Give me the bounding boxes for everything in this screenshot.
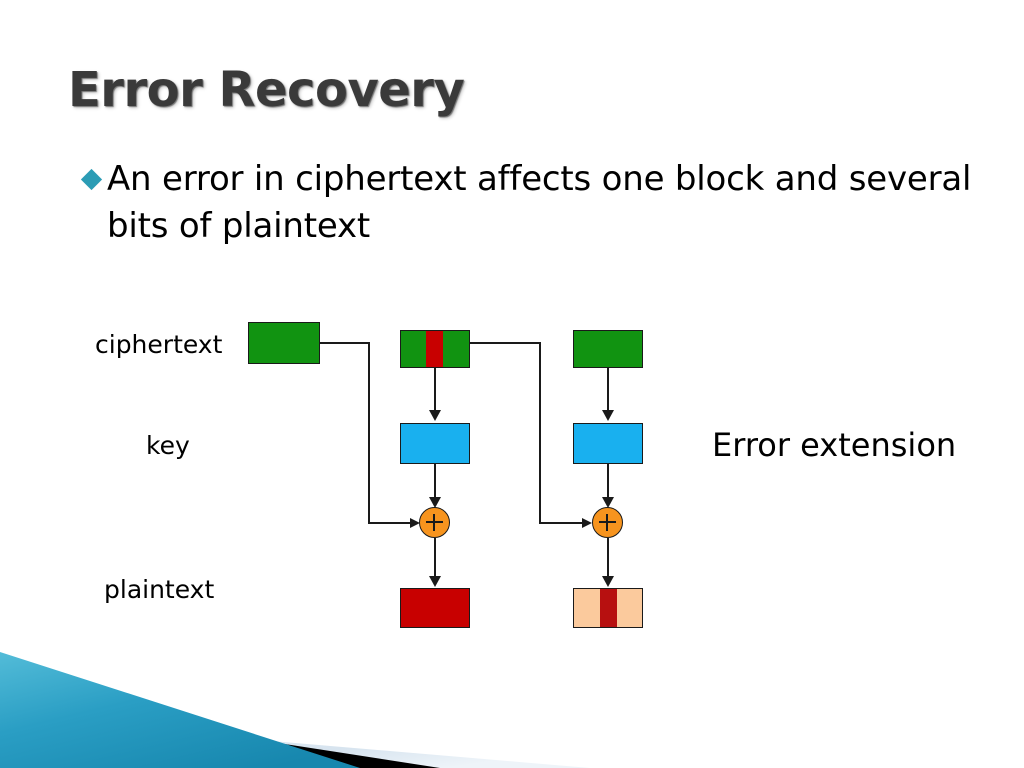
plus-icon <box>599 514 616 531</box>
plaintext-block-2[interactable] <box>400 588 470 628</box>
ciphertext-block-3[interactable] <box>573 330 643 368</box>
arrow-xor2-to-plaintext2 <box>434 538 436 580</box>
connector-c1-to-xor2-v <box>368 342 370 523</box>
plaintext-block-3-error-band <box>600 589 617 627</box>
plaintext-block-3-right <box>617 589 642 627</box>
arrowhead-into-key3 <box>602 410 614 421</box>
page-title: Error Recovery <box>68 62 465 118</box>
xor-node-3[interactable] <box>592 507 623 538</box>
bullet-text: An error in ciphertext affects one block… <box>107 159 972 246</box>
arrow-key2-to-xor2 <box>434 464 436 501</box>
arrow-c2-to-key2 <box>434 368 436 412</box>
ciphertext-block-3-body <box>574 331 642 367</box>
plaintext-block-3[interactable] <box>573 588 643 628</box>
label-plaintext: plaintext <box>104 575 215 604</box>
connector-c1-to-xor2-h2 <box>368 522 413 524</box>
arrowhead-into-plaintext2 <box>429 576 441 587</box>
decoration-band-teal <box>0 652 360 768</box>
ciphertext-block-2-error-band <box>426 331 443 367</box>
arrowhead-into-xor3-left <box>582 517 592 528</box>
connector-c1-to-xor2-h1 <box>320 342 369 344</box>
arrowhead-into-plaintext3 <box>602 576 614 587</box>
label-key: key <box>146 431 190 460</box>
label-ciphertext: ciphertext <box>95 330 223 359</box>
key-block-2[interactable] <box>400 423 470 464</box>
ciphertext-block-2[interactable] <box>400 330 470 368</box>
xor-node-2[interactable] <box>419 507 450 538</box>
arrow-xor3-to-plaintext3 <box>607 538 609 580</box>
plus-icon <box>426 514 443 531</box>
ciphertext-block-2-left <box>401 331 426 367</box>
key-block-3-body <box>574 424 642 463</box>
corner-bands-decoration <box>0 652 590 768</box>
ciphertext-block-1[interactable] <box>248 322 320 364</box>
arrow-c3-to-key3 <box>607 368 609 412</box>
ciphertext-block-2-right <box>443 331 469 367</box>
connector-c2-to-xor3-h2 <box>539 522 585 524</box>
error-extension-note: Error extension <box>712 426 957 464</box>
plaintext-block-3-left <box>574 589 600 627</box>
key-block-3[interactable] <box>573 423 643 464</box>
diamond-bullet-icon <box>80 168 103 191</box>
ciphertext-block-1-body <box>249 323 319 363</box>
connector-c2-to-xor3-v <box>539 342 541 523</box>
arrow-key3-to-xor3 <box>607 464 609 501</box>
key-block-2-body <box>401 424 469 463</box>
arrowhead-into-key2 <box>429 410 441 421</box>
bullet-item: An error in ciphertext affects one block… <box>80 156 984 250</box>
connector-c2-to-xor3-h1 <box>470 342 540 344</box>
plaintext-block-2-body <box>401 589 469 627</box>
